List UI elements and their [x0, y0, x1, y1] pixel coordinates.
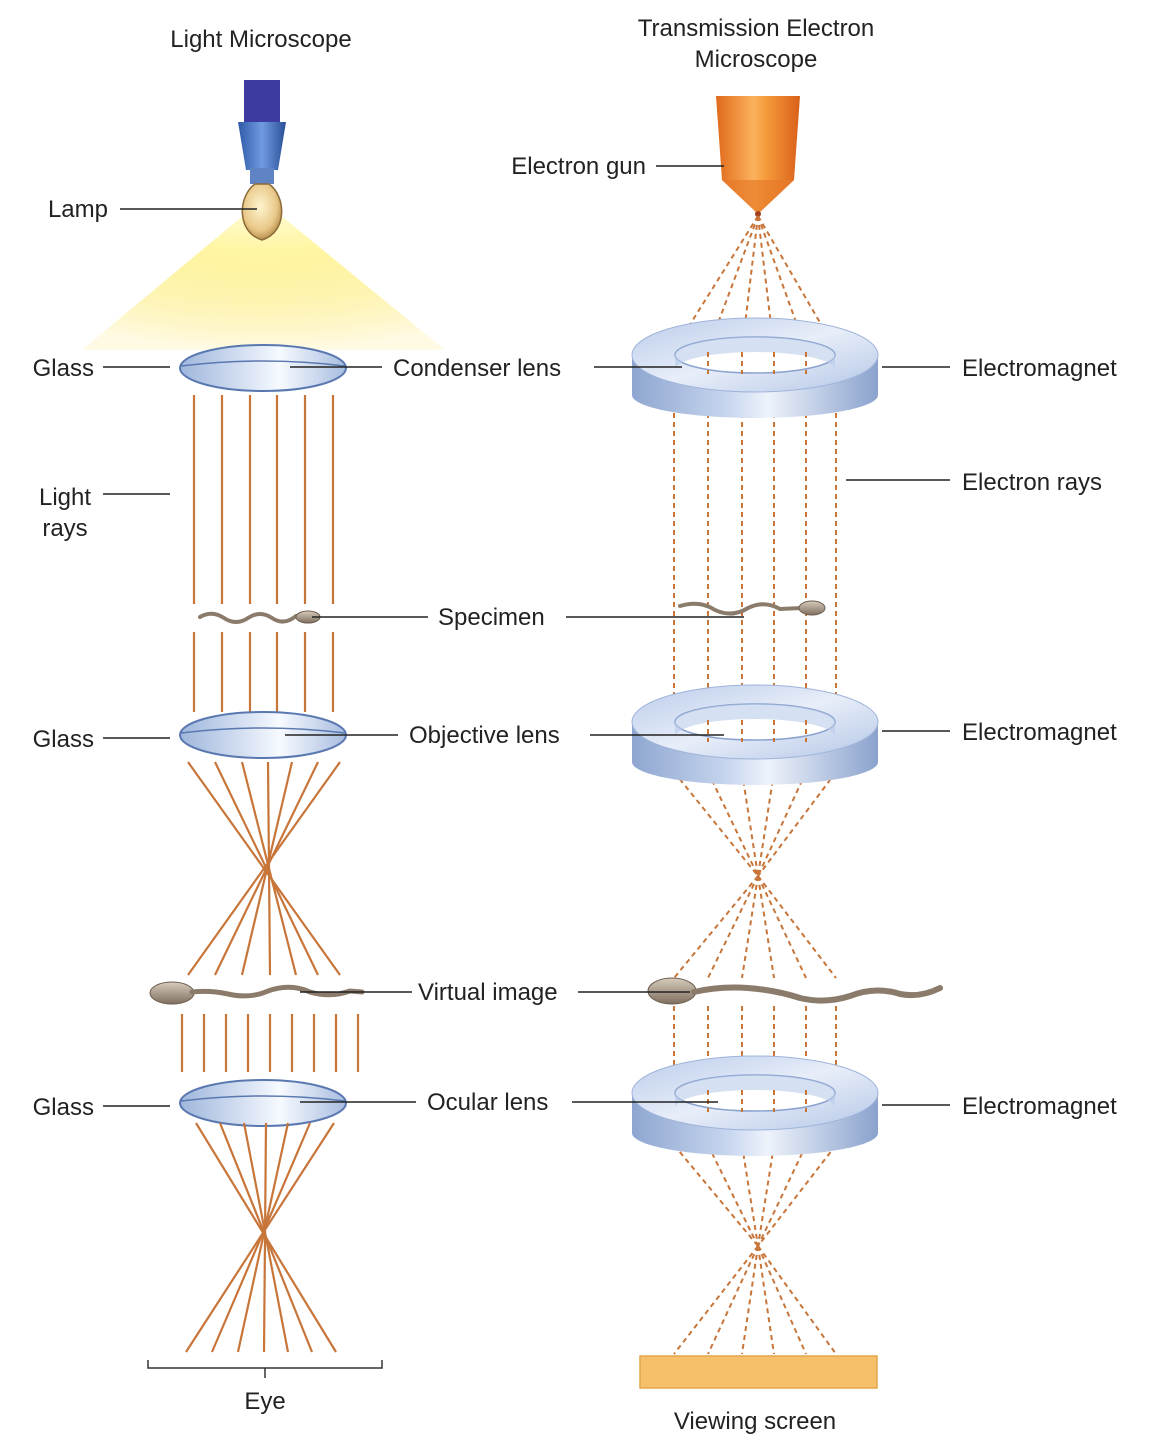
electromagnet-label-3: Electromagnet [962, 1093, 1117, 1120]
electron-ray [757, 771, 775, 877]
light-rays-label-line2: rays [42, 515, 87, 542]
electron-ray [757, 771, 807, 877]
electron-ray [707, 875, 759, 979]
ocular-lens-label: Ocular lens [427, 1089, 548, 1116]
tem-specimen [678, 600, 826, 616]
viewing-screen-label: Viewing screen [674, 1408, 836, 1435]
electron-ray [673, 1144, 759, 1247]
electron-gun-label: Electron gun [511, 153, 646, 180]
electron-gun [716, 96, 800, 217]
light-rays-label-line1: Light [39, 484, 91, 511]
light-parallel-rays-upper [192, 395, 335, 604]
condenser-lens [179, 344, 347, 392]
electron-ray [741, 1144, 759, 1247]
tem-title-line1: Transmission Electron [638, 15, 875, 42]
light-ray [214, 761, 319, 976]
objective-lens-label: Objective lens [409, 722, 560, 749]
electron-ray [757, 1245, 775, 1355]
electromagnet-label-1: Electromagnet [962, 355, 1117, 382]
lamp-label: Lamp [48, 196, 108, 223]
viewing-screen [639, 1355, 878, 1389]
tem-virtual-image [647, 977, 943, 1005]
glass-label-1: Glass [33, 355, 94, 382]
electron-ray [707, 1245, 759, 1355]
glass-label-3: Glass [33, 1094, 94, 1121]
electron-ray [757, 875, 837, 979]
ocular-lens [179, 1079, 347, 1127]
eye-label: Eye [244, 1388, 285, 1415]
condenser-lens-label: Condenser lens [393, 355, 561, 382]
electron-rays-through-rings [707, 352, 807, 1112]
light-parallel-rays-lower [192, 632, 335, 712]
glass-label-2: Glass [33, 726, 94, 753]
electron-ray [673, 875, 759, 979]
eye-bracket [147, 1360, 383, 1378]
electron-rays-label: Electron rays [962, 469, 1102, 496]
electron-ray [757, 1144, 837, 1247]
light-ray [236, 1122, 290, 1353]
tem-title-line2: Microscope [695, 46, 818, 73]
virtual-image-label: Virtual image [418, 979, 558, 1006]
electromagnet-3 [631, 1055, 879, 1156]
light-ray [266, 761, 272, 976]
lamp-cap [244, 80, 280, 122]
electron-ray [757, 1144, 807, 1247]
electromagnet-2 [631, 684, 879, 785]
light-ray [185, 1122, 335, 1353]
electron-ray [757, 1245, 807, 1355]
electron-ray [741, 1245, 759, 1355]
light-ray [187, 761, 341, 976]
electron-ray [673, 1245, 759, 1355]
electromagnet-label-2: Electromagnet [962, 719, 1117, 746]
electron-ray [757, 1144, 775, 1247]
light-virtual-image [149, 981, 365, 1005]
light-bulb [241, 183, 283, 241]
light-parallel-rays-image [180, 1014, 360, 1072]
light-specimen [198, 610, 321, 624]
lamp [238, 80, 286, 241]
light-converging-rays-objective [187, 761, 341, 976]
electron-ray [757, 875, 775, 979]
electron-ray [707, 1144, 759, 1247]
specimen-label: Specimen [438, 604, 545, 631]
electromagnet-1 [631, 317, 879, 418]
light-cone [82, 200, 445, 350]
electron-ray [757, 771, 837, 877]
light-leader-lines [103, 208, 428, 1107]
light-converging-rays-ocular [185, 1122, 337, 1353]
electron-ray [741, 771, 759, 877]
electron-ray [673, 771, 759, 877]
electron-ray [757, 1245, 837, 1355]
lamp-socket [238, 122, 286, 170]
tem-leader-lines [566, 165, 950, 1106]
electron-ray [757, 875, 807, 979]
light-ray [262, 1122, 268, 1353]
light-microscope-title: Light Microscope [170, 26, 351, 53]
electron-ray [707, 771, 759, 877]
